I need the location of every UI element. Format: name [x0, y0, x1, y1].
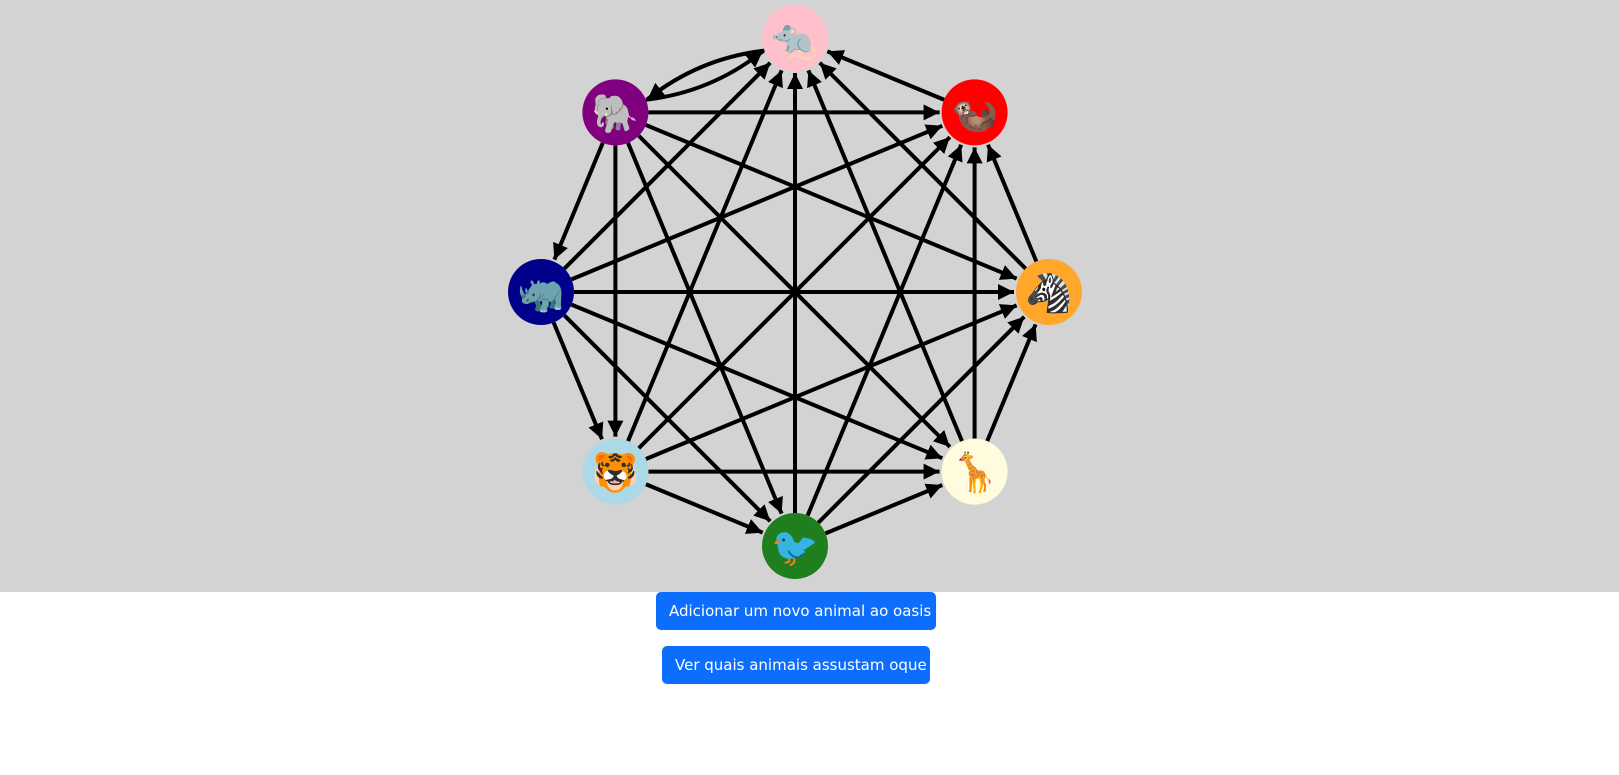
nodes-layer: 🐀 🦦 🦓 🦒 🐦 🐯 🦏 🐘 [508, 5, 1082, 579]
edge-elephant-to-rhino [552, 142, 605, 261]
animal-circle-giraffe [941, 438, 1008, 505]
giraffe-icon: 🦒 [951, 451, 998, 495]
animal-node-ostrich[interactable]: 🐦 [762, 513, 828, 579]
elephant-icon: 🐘 [592, 91, 639, 135]
animal-circle-elephant [582, 79, 649, 146]
animal-graph-area: 🐀 🦦 🦓 🦒 🐦 🐯 🦏 🐘 [0, 0, 1619, 592]
edge-rhino-to-tiger [551, 321, 604, 441]
edge-rhino-to-giraffe [570, 302, 944, 461]
add-animal-button[interactable]: Adicionar um novo animal ao oasis [656, 592, 936, 630]
edges-layer [551, 48, 1039, 536]
tiger-icon: 🐯 [592, 450, 639, 495]
animal-node-mouse[interactable]: 🐀 [762, 5, 828, 71]
edge-giraffe-to-zebra [985, 323, 1038, 442]
zebra-icon: 🦓 [1025, 271, 1072, 315]
edge-ostrich-to-meerkat [805, 143, 964, 517]
view-scares-button[interactable]: Ver quais animais assustam oque [662, 646, 930, 684]
animal-circle-rhino [508, 259, 574, 325]
animal-circle-tiger [582, 438, 649, 505]
edge-rhino-to-mouse [562, 61, 772, 271]
animal-node-elephant[interactable]: 🐘 [582, 79, 649, 146]
mouse-icon: 🐀 [771, 17, 819, 61]
ostrich-icon: 🐦 [771, 525, 818, 569]
animal-node-meerkat[interactable]: 🦦 [941, 79, 1008, 146]
animal-circle-meerkat [941, 79, 1008, 146]
animal-node-giraffe[interactable]: 🦒 [941, 438, 1008, 505]
edge-rhino-to-meerkat [570, 123, 944, 282]
rhino-icon: 🦏 [517, 271, 564, 315]
edge-meerkat-to-mouse [826, 49, 945, 102]
edge-ostrich-to-zebra [816, 315, 1026, 525]
animal-node-rhino[interactable]: 🦏 [508, 259, 574, 325]
edge-elephant-to-zebra [645, 123, 1018, 281]
edge-elephant-to-ostrich [626, 142, 784, 515]
animal-node-tiger[interactable]: 🐯 [582, 438, 649, 505]
meerkat-icon: 🦦 [951, 91, 998, 135]
edge-elephant-to-mouse [645, 49, 764, 102]
edge-tiger-to-ostrich [645, 482, 764, 535]
animal-fear-graph: 🐀 🦦 🦓 🦒 🐦 🐯 🦏 🐘 [508, 5, 1082, 579]
edge-mouse-to-elephant [646, 48, 765, 101]
edge-rhino-to-ostrich [562, 313, 772, 523]
edge-zebra-to-meerkat [986, 143, 1039, 263]
edge-ostrich-to-giraffe [824, 483, 944, 536]
animal-node-zebra[interactable]: 🦓 [1016, 259, 1082, 325]
animal-circle-zebra [1016, 259, 1082, 325]
edge-giraffe-to-mouse [806, 69, 964, 442]
edge-tiger-to-mouse [626, 69, 784, 442]
animal-circle-mouse [762, 5, 828, 71]
animal-circle-ostrich [762, 513, 828, 579]
edge-tiger-to-zebra [645, 303, 1018, 461]
